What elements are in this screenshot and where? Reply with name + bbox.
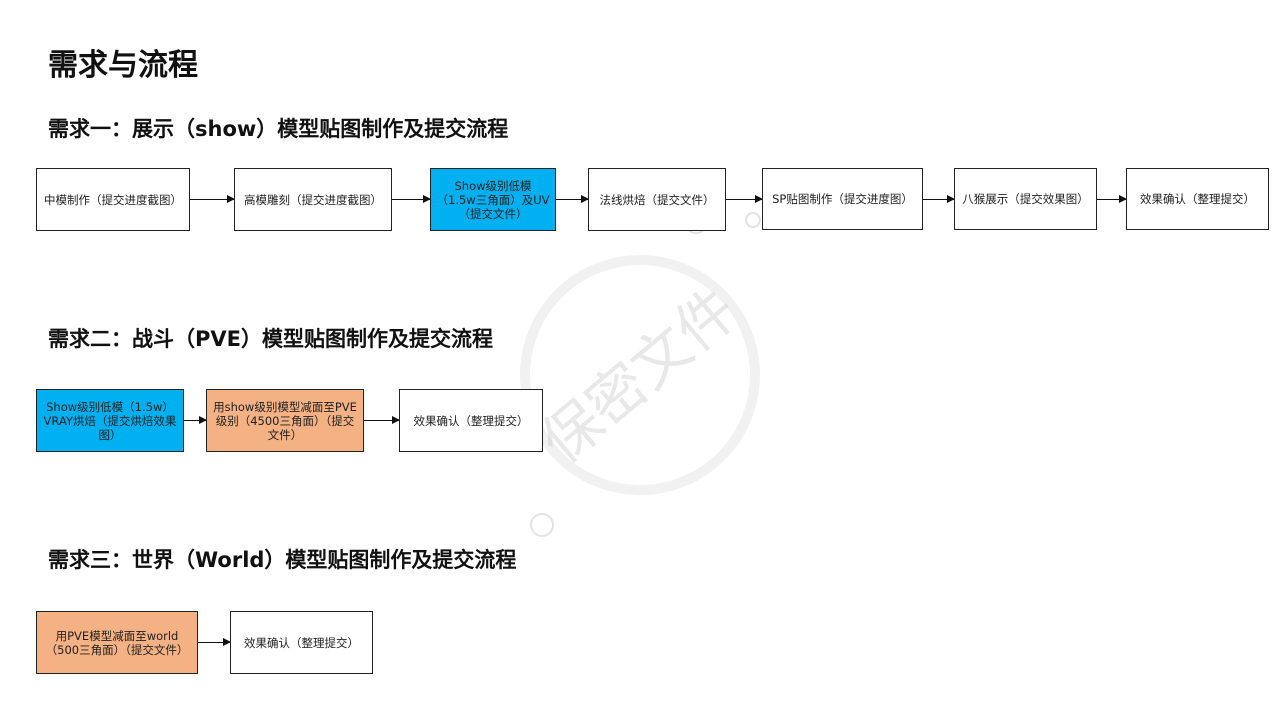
step-box: Show级别低模（1.5w三角面）及UV（提交文件） [430, 168, 556, 231]
arrow [726, 195, 763, 203]
section-heading-1: 需求一：展示（show）模型贴图制作及提交流程 [48, 117, 509, 141]
page-title: 需求与流程 [48, 48, 198, 83]
arrow [190, 195, 235, 203]
step-box: Show级别低模（1.5w）VRAY烘焙（提交烘焙效果图） [36, 389, 184, 452]
watermark-dot [745, 212, 761, 228]
watermark-circle [520, 255, 760, 495]
step-box: 效果确认（整理提交） [1126, 168, 1269, 230]
arrow [556, 195, 589, 203]
arrow [184, 416, 207, 424]
watermark-dot [530, 513, 554, 537]
watermark-text: 保密文件 [528, 275, 750, 477]
step-box: 八猴展示（提交效果图） [954, 168, 1097, 230]
arrow [923, 195, 955, 203]
step-box: 高模雕刻（提交进度截图） [234, 168, 392, 231]
arrow [364, 416, 400, 424]
step-box: 效果确认（整理提交） [230, 611, 373, 674]
section-heading-2: 需求二：战斗（PVE）模型贴图制作及提交流程 [48, 327, 493, 351]
step-box: 法线烘焙（提交文件） [588, 168, 726, 231]
arrow [198, 638, 231, 646]
arrow [1097, 195, 1127, 203]
step-box: SP贴图制作（提交进度图） [762, 168, 923, 230]
section-heading-3: 需求三：世界（World）模型贴图制作及提交流程 [48, 548, 517, 572]
step-box: 效果确认（整理提交） [399, 389, 543, 452]
step-box: 中模制作（提交进度截图） [36, 168, 190, 231]
step-box: 用show级别模型减面至PVE级别（4500三角面）（提交文件） [206, 389, 364, 452]
step-box: 用PVE模型减面至world（500三角面）（提交文件） [36, 611, 198, 674]
arrow [392, 195, 431, 203]
